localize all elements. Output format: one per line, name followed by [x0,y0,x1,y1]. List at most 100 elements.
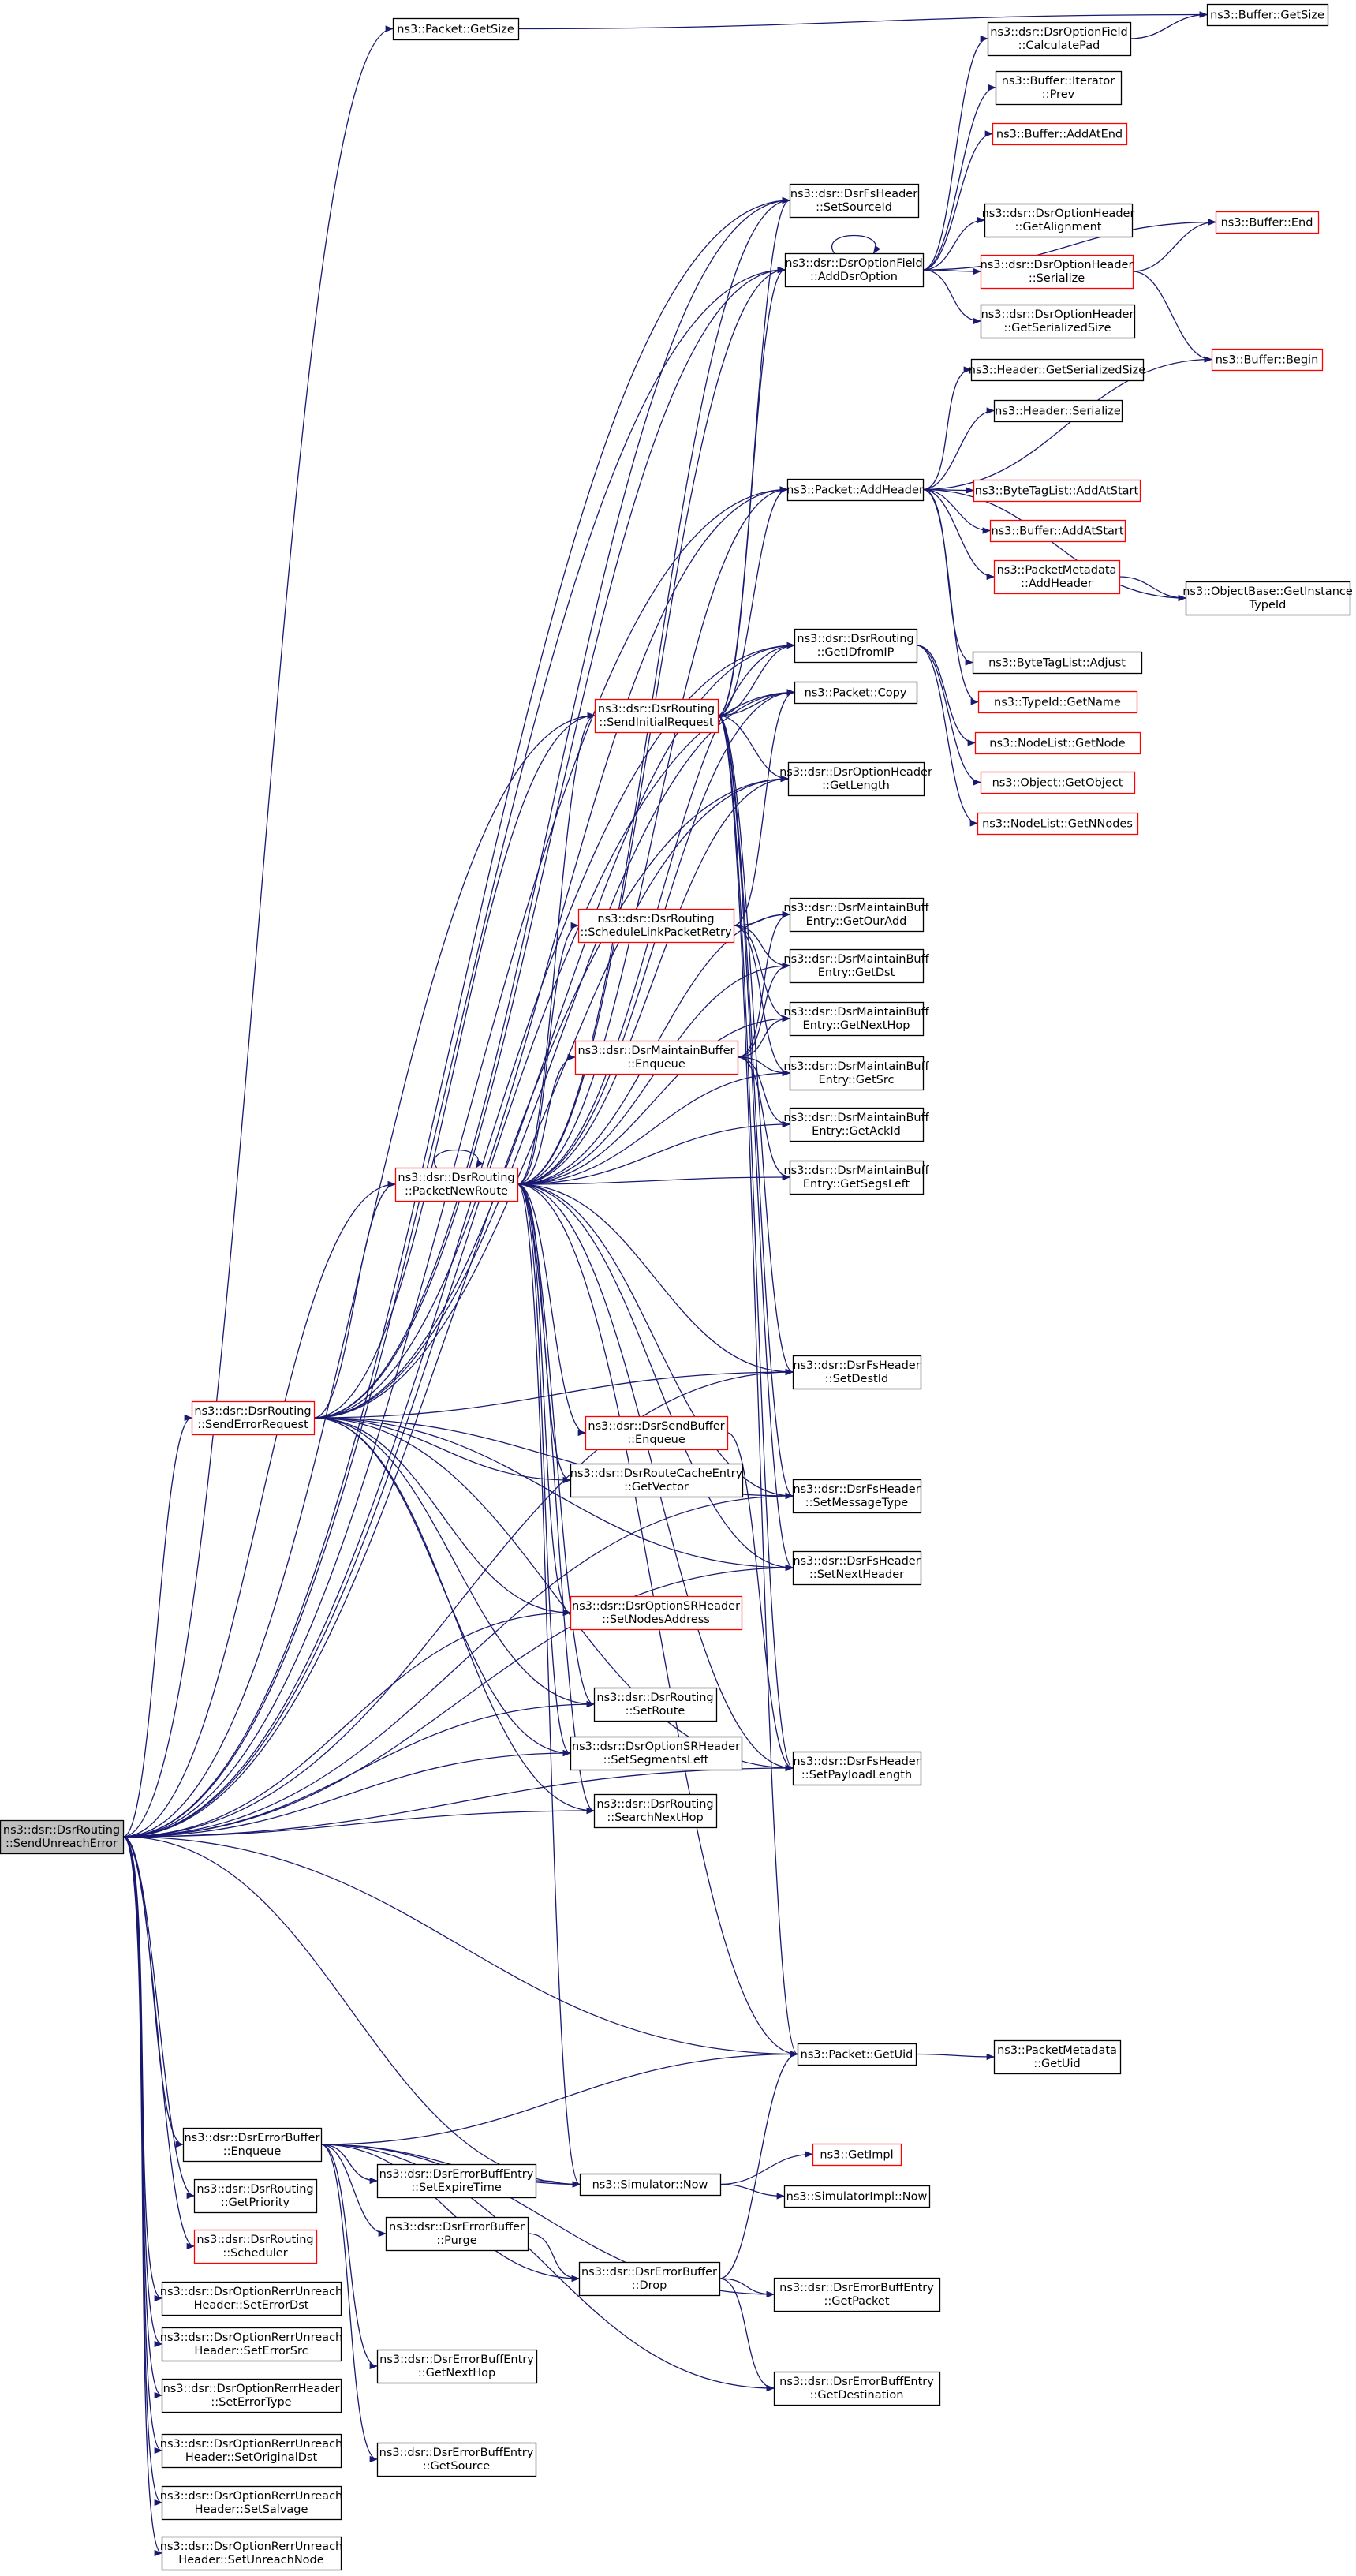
function-node-n38[interactable]: ns3::dsr::DsrFsHeader::SetDestId [792,1355,922,1390]
node-box[interactable] [161,2433,342,2469]
node-box[interactable] [1215,211,1320,234]
function-node-n41[interactable]: ns3::dsr::DsrRouteCacheEntry::GetVector [570,1463,744,1498]
function-node-n28[interactable]: ns3::NodeList::GetNNodes [977,812,1139,836]
function-node-n58[interactable]: ns3::dsr::DsrRouting::Scheduler [193,2229,318,2264]
node-box[interactable] [987,21,1132,57]
node-box[interactable] [792,1479,922,1514]
node-box[interactable] [972,651,1143,675]
function-node-n62[interactable]: ns3::dsr::DsrOptionRerrUnreachHeader::Se… [160,2327,342,2362]
node-box[interactable] [789,1160,925,1195]
node-box[interactable] [789,1107,925,1142]
node-box[interactable] [182,2127,323,2163]
function-node-n16[interactable]: ns3::ByteTagList::AddAtStart [973,479,1141,503]
function-node-n6[interactable]: ns3::dsr::DsrFsHeader::SetSourceId [789,183,920,219]
function-node-n21[interactable]: ns3::ByteTagList::Adjust [972,651,1143,675]
node-box[interactable] [161,2485,342,2521]
node-box[interactable] [993,559,1121,595]
function-node-n2[interactable]: ns3::Buffer::GetSize [1206,3,1329,27]
node-box[interactable] [970,358,1145,382]
node-box[interactable] [161,2536,342,2571]
node-box[interactable] [394,1167,519,1202]
function-node-n40[interactable]: ns3::dsr::DsrSendBuffer::Enqueue [585,1415,729,1451]
node-box[interactable] [995,70,1123,106]
function-node-n54[interactable]: ns3::Simulator::Now [579,2173,722,2197]
function-node-n50[interactable]: ns3::PacketMetadata::GetUid [993,2039,1122,2075]
node-box[interactable] [786,478,925,502]
node-box[interactable] [161,2281,342,2316]
node-box[interactable] [980,304,1136,339]
node-box[interactable] [376,2442,537,2477]
node-box[interactable] [376,2163,537,2199]
function-node-n42[interactable]: ns3::dsr::DsrFsHeader::SetMessageType [792,1479,922,1514]
function-node-n48[interactable]: ns3::dsr::DsrRouting::SearchNextHop [593,1793,718,1829]
function-node-n66[interactable]: ns3::dsr::DsrOptionRerrUnreachHeader::Se… [160,2433,342,2469]
node-box[interactable] [783,2185,931,2208]
node-box[interactable] [984,203,1134,238]
function-node-n56[interactable]: ns3::SimulatorImpl::Now [783,2185,931,2208]
function-node-n14[interactable]: ns3::Header::Serialize [993,399,1123,423]
function-node-n36[interactable]: ns3::dsr::DsrRouting::PacketNewRoute [394,1167,519,1202]
node-box[interactable] [585,1415,729,1451]
function-node-n5[interactable]: ns3::Buffer::AddAtEnd [992,122,1128,146]
node-box[interactable] [789,183,920,219]
function-node-n60[interactable]: ns3::dsr::DsrOptionRerrUnreachHeader::Se… [160,2281,342,2316]
function-node-n8[interactable]: ns3::Buffer::End [1215,211,1320,234]
function-node-n29[interactable]: ns3::dsr::DsrMaintainBuffEntry::GetOurAd… [783,897,930,933]
function-node-n24[interactable]: ns3::TypeId::GetName [977,690,1138,714]
node-box[interactable] [792,1550,922,1586]
function-node-n69[interactable]: ns3::dsr::DsrOptionRerrUnreachHeader::Se… [160,2536,342,2571]
function-node-n1[interactable]: ns3::Packet::GetSize [392,17,520,41]
node-box[interactable] [161,2378,342,2413]
node-box[interactable] [570,1463,744,1498]
node-box[interactable] [980,254,1134,290]
function-node-n64[interactable]: ns3::dsr::DsrOptionRerrHeader::SetErrorT… [161,2378,342,2413]
node-box[interactable] [797,2043,917,2066]
function-node-n55[interactable]: ns3::dsr::DsrRouting::GetPriority [193,2178,318,2214]
function-node-n26[interactable]: ns3::dsr::DsrOptionHeader::GetLength [779,761,932,797]
node-box[interactable] [593,1793,718,1829]
function-node-n46[interactable]: ns3::dsr::DsrOptionSRHeader::SetSegments… [570,1736,743,1771]
node-box[interactable] [789,948,925,984]
node-box[interactable] [161,2327,342,2362]
node-box[interactable] [789,1056,925,1091]
node-box[interactable] [792,1355,922,1390]
node-box[interactable] [193,2178,318,2214]
node-box[interactable] [593,1687,718,1722]
node-box[interactable] [570,1595,743,1631]
function-node-n63[interactable]: ns3::dsr::DsrErrorBuffEntry::GetNextHop [376,2349,538,2384]
function-node-n17[interactable]: ns3::Buffer::AddAtStart [989,519,1126,543]
function-node-n11[interactable]: ns3::dsr::DsrOptionHeader::GetSerialized… [980,304,1136,339]
node-box[interactable] [193,2229,318,2264]
function-node-n45[interactable]: ns3::dsr::DsrRouting::SetRoute [593,1687,718,1722]
node-box[interactable] [579,2173,722,2197]
function-node-n37[interactable]: ns3::dsr::DsrMaintainBuffEntry::GetSegsL… [783,1160,930,1195]
function-node-n39[interactable]: ns3::dsr::DsrRouting::SendErrorRequest [191,1400,316,1436]
node-box[interactable] [794,681,918,705]
node-box[interactable] [993,2039,1122,2075]
node-box[interactable] [773,2371,941,2406]
function-node-n67[interactable]: ns3::dsr::DsrErrorBuffEntry::GetSource [376,2442,537,2477]
function-node-n49[interactable]: ns3::Packet::GetUid [797,2043,917,2066]
node-box[interactable] [392,17,520,41]
function-node-n9[interactable]: ns3::dsr::DsrOptionField::AddDsrOption [784,252,925,288]
node-box[interactable] [191,1400,316,1436]
node-box[interactable] [594,698,719,734]
function-node-n0[interactable]: ns3::dsr::DsrRouting::SendUnreachError [0,1819,125,1855]
function-node-n52[interactable]: ns3::GetImpl [812,2143,902,2167]
node-box[interactable] [973,479,1141,503]
function-node-n43[interactable]: ns3::dsr::DsrFsHeader::SetNextHeader [792,1550,922,1586]
node-box[interactable] [993,399,1123,423]
node-box[interactable] [794,628,918,664]
function-node-n33[interactable]: ns3::dsr::DsrMaintainBuffer::Enqueue [574,1040,739,1075]
node-box[interactable] [977,812,1139,836]
node-box[interactable] [578,2261,721,2297]
function-node-n47[interactable]: ns3::dsr::DsrFsHeader::SetPayloadLength [792,1751,922,1786]
function-node-n30[interactable]: ns3::dsr::DsrRouting::ScheduleLinkPacket… [577,908,735,944]
function-node-n44[interactable]: ns3::dsr::DsrOptionSRHeader::SetNodesAdd… [570,1595,743,1631]
function-node-n20[interactable]: ns3::dsr::DsrRouting::GetIDfromIP [794,628,918,664]
node-box[interactable] [992,122,1128,146]
node-box[interactable] [376,2349,538,2384]
